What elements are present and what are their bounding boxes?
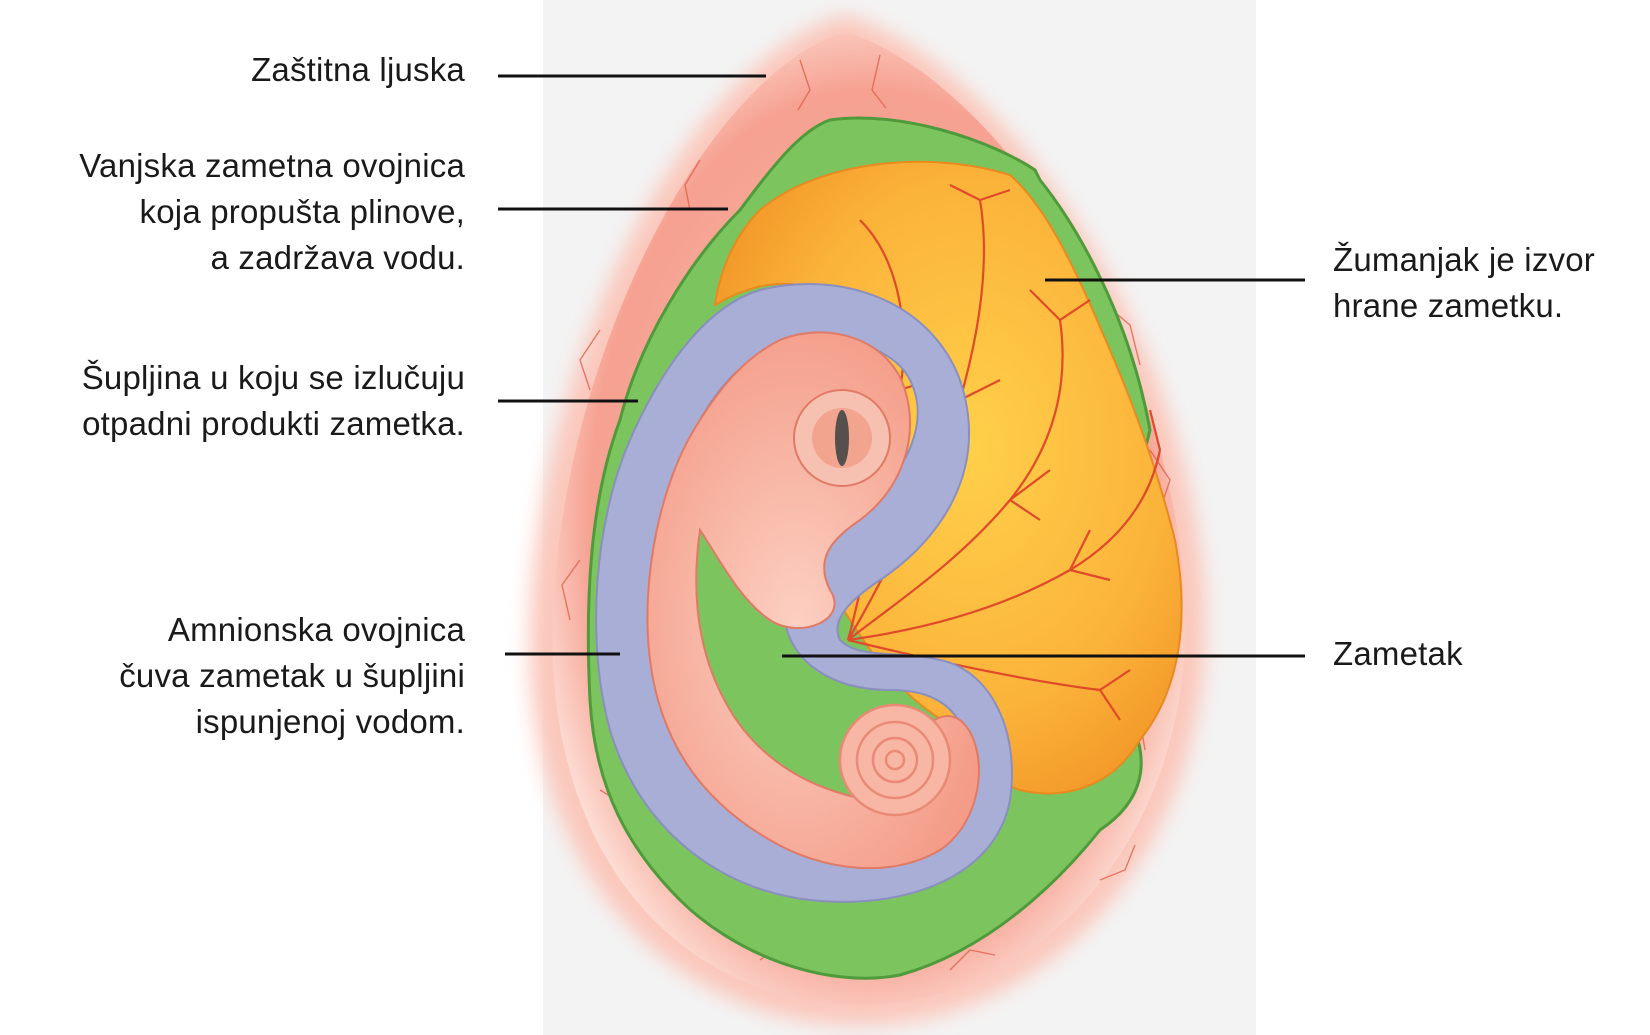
embryo-tail-spiral xyxy=(838,703,952,817)
label-line: hrane zametku. xyxy=(1333,287,1564,324)
label-line: a zadržava vodu. xyxy=(210,239,465,276)
label-amnion: Amnionska ovojnica čuva zametak u šuplji… xyxy=(119,607,465,745)
label-embryo: Zametak xyxy=(1333,631,1463,677)
label-chorion: Vanjska zametna ovojnica koja propušta p… xyxy=(79,143,465,281)
label-line: Amnionska ovojnica xyxy=(167,611,465,648)
label-line: Zaštitna ljuska xyxy=(251,51,465,88)
label-allantois: Šupljina u koju se izlučuju otpadni prod… xyxy=(82,355,465,447)
label-line: Vanjska zametna ovojnica xyxy=(79,147,465,184)
label-line: Žumanjak je izvor xyxy=(1333,241,1595,278)
label-line: Šupljina u koju se izlučuju xyxy=(81,359,465,396)
label-line: otpadni produkti zametka. xyxy=(82,405,465,442)
leader-lines xyxy=(498,74,1305,658)
embryo-body xyxy=(646,331,980,870)
label-line: ispunjenoj vodom. xyxy=(195,703,465,740)
label-yolk: Žumanjak je izvor hrane zametku. xyxy=(1333,237,1595,329)
embryo-eye xyxy=(793,389,891,487)
label-line: Zametak xyxy=(1333,635,1463,672)
label-line: koja propušta plinove, xyxy=(139,193,465,230)
label-protective-shell: Zaštitna ljuska xyxy=(251,47,465,93)
label-line: čuva zametak u šupljini xyxy=(119,657,465,694)
